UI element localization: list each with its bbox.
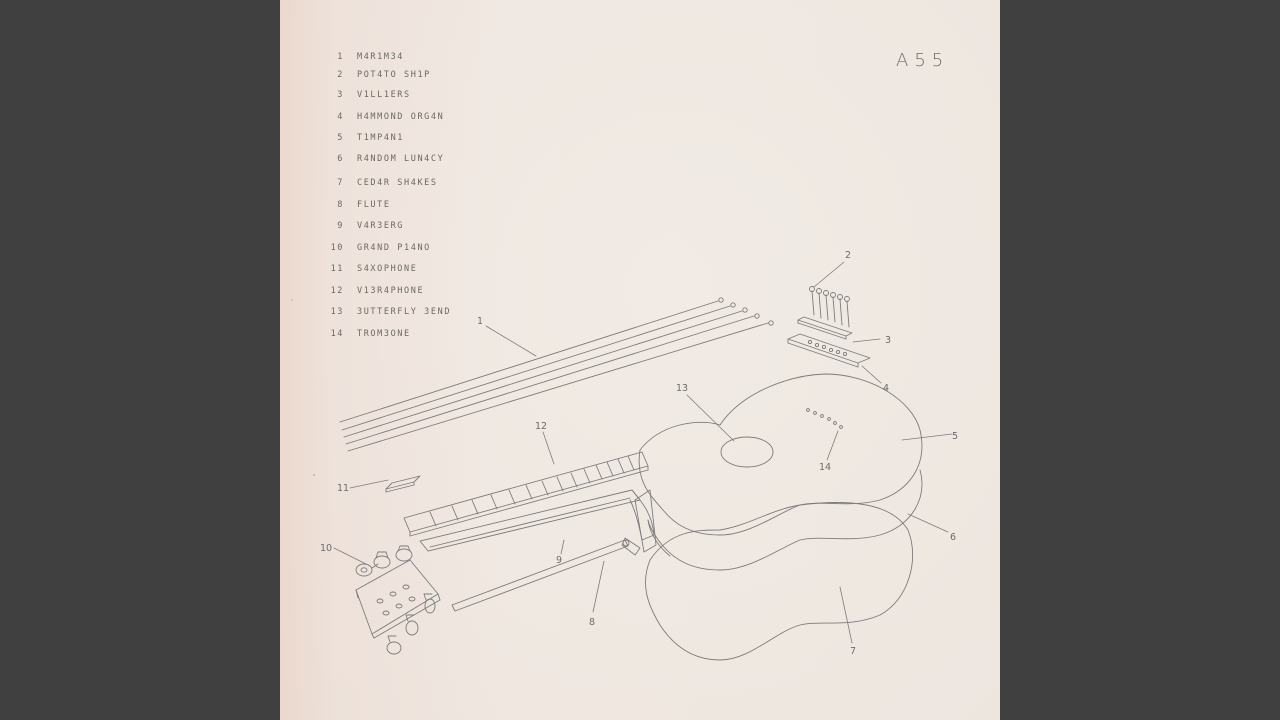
track-number: 12: [330, 286, 344, 296]
track-number: 3: [337, 90, 344, 100]
callout-4: 4: [883, 383, 889, 394]
callout-8: 8: [589, 617, 595, 628]
track-title: T1MP4N1: [357, 133, 405, 143]
callout-9: 9: [556, 555, 562, 566]
bridge-part: [787, 333, 871, 368]
callout-11: 11: [337, 483, 349, 494]
track-title: M4R1M34: [357, 52, 405, 62]
track-number: 10: [330, 243, 344, 253]
track-title: V4R3ERG: [357, 221, 405, 231]
neck-part: [419, 489, 655, 552]
callout-13: 13: [676, 383, 688, 394]
track-title: TROM3ONE: [357, 329, 411, 339]
track-number: 13: [330, 307, 344, 317]
back-part: [645, 502, 914, 661]
leader-lines: [333, 261, 953, 644]
strings-part: [339, 297, 774, 452]
callout-7: 7: [850, 646, 856, 657]
track-number: 1: [337, 52, 344, 62]
heel-part: [621, 489, 657, 556]
soundboard-part: [638, 373, 923, 536]
track-title: H4MMOND ORG4N: [357, 112, 445, 122]
track-number: 14: [330, 329, 344, 339]
track-title: R4NDOM LUN4CY: [357, 154, 445, 164]
fretboard-part: [403, 451, 649, 537]
track-number: 6: [337, 154, 344, 164]
track-title: FLUTE: [357, 200, 391, 210]
callout-1: 1: [477, 316, 483, 327]
headstock-part: [355, 559, 441, 639]
sides-part: [647, 469, 923, 571]
callout-labels: 1 2 3 4 5 6 7 8 9 10 11 12 13 14: [320, 250, 958, 657]
track-title: GR4ND P14NO: [357, 243, 431, 253]
track-number: 11: [330, 264, 344, 274]
callout-5: 5: [952, 431, 958, 442]
nut-part: [385, 475, 421, 493]
callout-12: 12: [535, 421, 547, 432]
track-title: V13R4PHONE: [357, 286, 425, 296]
track-number: 5: [337, 133, 344, 143]
track-number: 7: [337, 178, 344, 188]
guitar-exploded-diagram: 1 2 3 4 5 6 7 8 9 10 11 12 13 14: [291, 250, 958, 661]
track-number: 2: [337, 70, 344, 80]
catalog-code: A55: [896, 50, 950, 71]
track-title: POT4TO SH1P: [357, 70, 431, 80]
track-title: CED4R SH4KES: [357, 178, 438, 188]
tuners-part: [355, 545, 436, 655]
callout-3: 3: [885, 335, 891, 346]
track-number: 9: [337, 221, 344, 231]
track-title: V1LL1ERS: [357, 90, 411, 100]
callout-6: 6: [950, 532, 956, 543]
truss-rod-part: [451, 539, 630, 612]
track-title: 3UTTERFLY 3END: [357, 307, 452, 317]
paper-texture: [280, 0, 1000, 720]
paper-specks: [291, 299, 315, 476]
callout-10: 10: [320, 543, 332, 554]
callout-14: 14: [819, 462, 831, 473]
bridge-pins-part: [809, 286, 850, 328]
saddle-part: [797, 316, 853, 340]
track-number: 8: [337, 200, 344, 210]
track-number: 4: [337, 112, 344, 122]
track-title: S4XOPHONE: [357, 264, 418, 274]
album-cover: A55 1 M4R1M34 2 POT4TO SH1P 3 V1LL1ERS 4…: [280, 0, 1000, 720]
callout-2: 2: [845, 250, 851, 261]
